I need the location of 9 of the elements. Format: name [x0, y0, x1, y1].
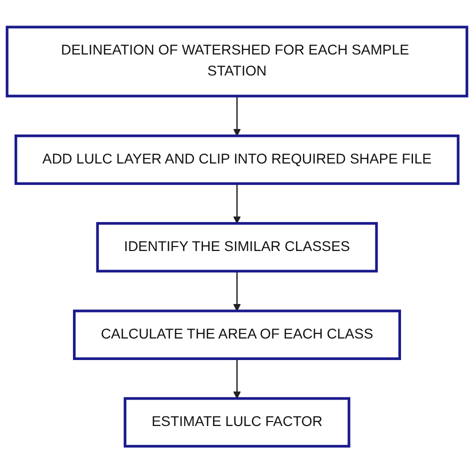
- arrow: [233, 359, 241, 400]
- node-box: ESTIMATE LULC FACTOR: [124, 398, 350, 448]
- arrow: [233, 96, 241, 137]
- node-box: DELINEATION OF WATERSHED FOR EACH SAMPLE STATION: [6, 26, 468, 98]
- arrow: [233, 184, 241, 224]
- node-box: IDENTIFY THE SIMILAR CLASSES: [96, 222, 378, 273]
- arrow: [233, 272, 241, 312]
- node-box: ADD LULC LAYER AND CLIP INTO REQUIRED SHAPE FILE: [14, 134, 460, 186]
- node-box: CALCULATE THE AREA OF EACH CLASS: [72, 310, 402, 360]
